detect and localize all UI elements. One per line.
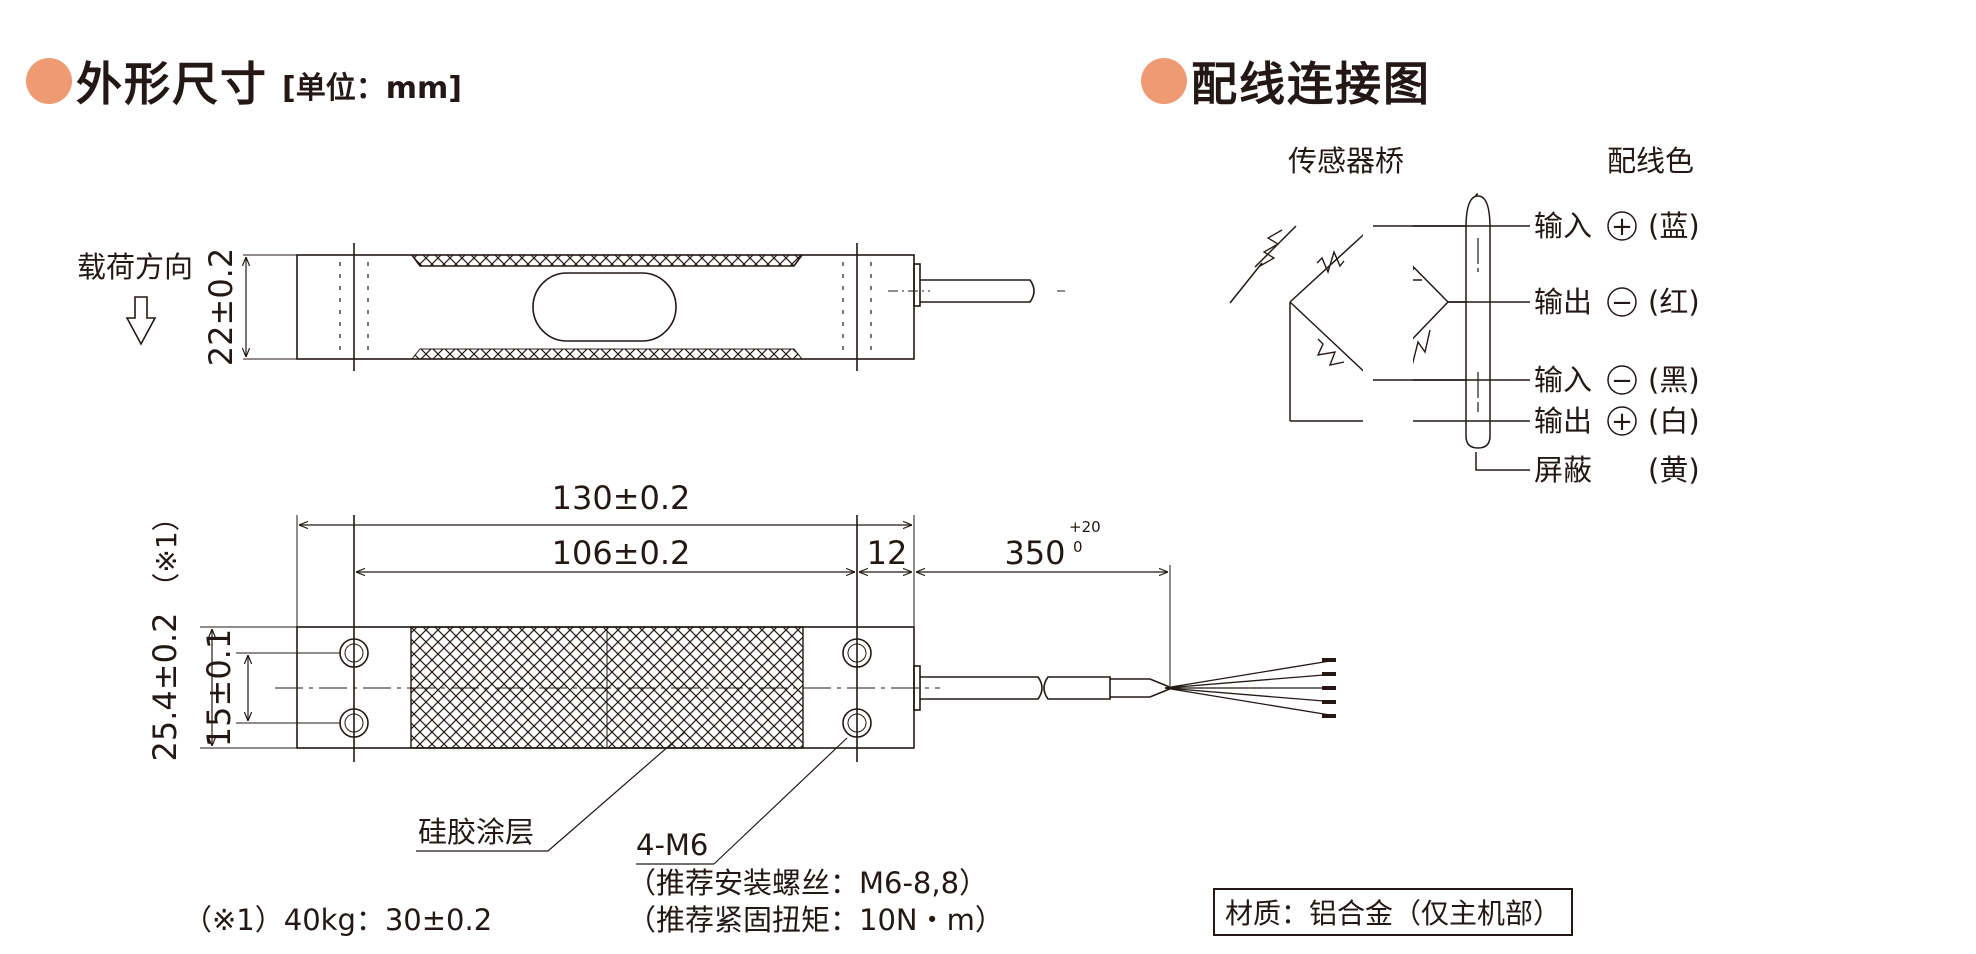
overall-length-label: 130±0.2 <box>552 479 691 517</box>
capacity-footnote: （※1）40kg：30±0.2 <box>183 903 492 937</box>
wire-color: (蓝) <box>1648 209 1700 243</box>
plus-circle-icon <box>1607 211 1637 241</box>
load-cell-body-top <box>296 254 915 360</box>
material-note: 材质：铝合金（仅主机部） <box>1213 888 1574 936</box>
wiring-heading: 配线连接图 <box>1141 48 1431 114</box>
thread-note-torque: （推荐紧固扭矩：10N・m） <box>627 903 1004 937</box>
coating-label: 硅胶涂层 <box>418 815 534 849</box>
wire-color: (黄) <box>1648 453 1700 487</box>
heading-bullet-icon <box>26 58 72 104</box>
wire-polarity: + <box>1611 212 1633 242</box>
hole-pitch-label: 106±0.2 <box>552 534 691 572</box>
thread-note-screws: （推荐安装螺丝：M6-8,8） <box>627 866 988 900</box>
end-length-label: 12 <box>867 534 908 572</box>
width-dimension-label: 25.4±0.2 <box>146 613 184 762</box>
cable-front-far <box>1043 676 1111 700</box>
wire-name: 输入 <box>1534 363 1592 397</box>
hole-spacing-label: 15±0.1 <box>200 629 238 747</box>
width-note-label: （※1） <box>150 503 183 600</box>
center-slot <box>532 272 677 342</box>
wire-polarity: + <box>1611 407 1633 437</box>
wire-color: (黑) <box>1648 363 1700 397</box>
wire-row: 屏蔽 (黄) <box>1534 453 1700 487</box>
load-direction-arrow-icon <box>125 296 157 346</box>
resistor-icon <box>1316 338 1345 366</box>
wire-leads <box>1373 225 1466 381</box>
wiring-title: 配线连接图 <box>1191 57 1431 111</box>
cable-length-label: 350 <box>1004 534 1065 572</box>
mounting-hole <box>842 638 872 668</box>
cable-sheath-icon <box>1465 195 1491 449</box>
resistor-icon <box>1316 249 1345 275</box>
bottom-coating-strip <box>410 348 804 360</box>
mounting-hole <box>842 708 872 738</box>
minus-circle-icon <box>1607 365 1637 395</box>
cable-tolerance-upper: +20 <box>1069 518 1101 536</box>
cable-front <box>920 676 1043 700</box>
plus-circle-icon <box>1607 406 1637 436</box>
dimensions-heading: 外形尺寸 [单位：mm] <box>26 48 462 114</box>
bridge-resistor <box>1229 225 1297 304</box>
wire-name: 输入 <box>1534 209 1592 243</box>
wire-color: (红) <box>1648 285 1700 319</box>
wire-color-header: 配线色 <box>1607 144 1694 178</box>
lead-wires <box>1164 658 1337 718</box>
cable-top <box>920 279 1035 303</box>
front-view <box>200 515 1337 865</box>
cable-gland-top <box>913 263 921 307</box>
cable-tolerance-lower: 0 <box>1073 538 1083 556</box>
wire-row: 输出 − (红) <box>1534 285 1700 319</box>
wire-row: 输入 − (黑) <box>1534 363 1700 397</box>
wire-name: 屏蔽 <box>1534 453 1592 487</box>
wire-name: 输出 <box>1534 404 1592 438</box>
dimensions-title: 外形尺寸 <box>76 57 268 111</box>
bridge-label: 传感器桥 <box>1288 144 1404 178</box>
wire-row: 输出 + (白) <box>1534 404 1700 438</box>
top-view <box>125 243 1065 371</box>
minus-circle-icon <box>1607 287 1637 317</box>
wire-polarity: − <box>1611 366 1633 396</box>
cable-end-sleeve <box>1110 678 1175 698</box>
thread-label: 4-M6 <box>636 828 708 862</box>
dimensions-unit: [单位：mm] <box>282 71 462 106</box>
wire-name: 输出 <box>1534 285 1592 319</box>
wire-row: 输入 + (蓝) <box>1534 209 1700 243</box>
cable-gland-front <box>913 665 921 711</box>
load-direction-label: 载荷方向 <box>77 250 193 284</box>
wire-polarity: − <box>1611 288 1633 318</box>
wire-color: (白) <box>1648 404 1700 438</box>
height-dimension-label: 22±0.2 <box>202 248 240 366</box>
heading-bullet-icon <box>1141 58 1187 104</box>
